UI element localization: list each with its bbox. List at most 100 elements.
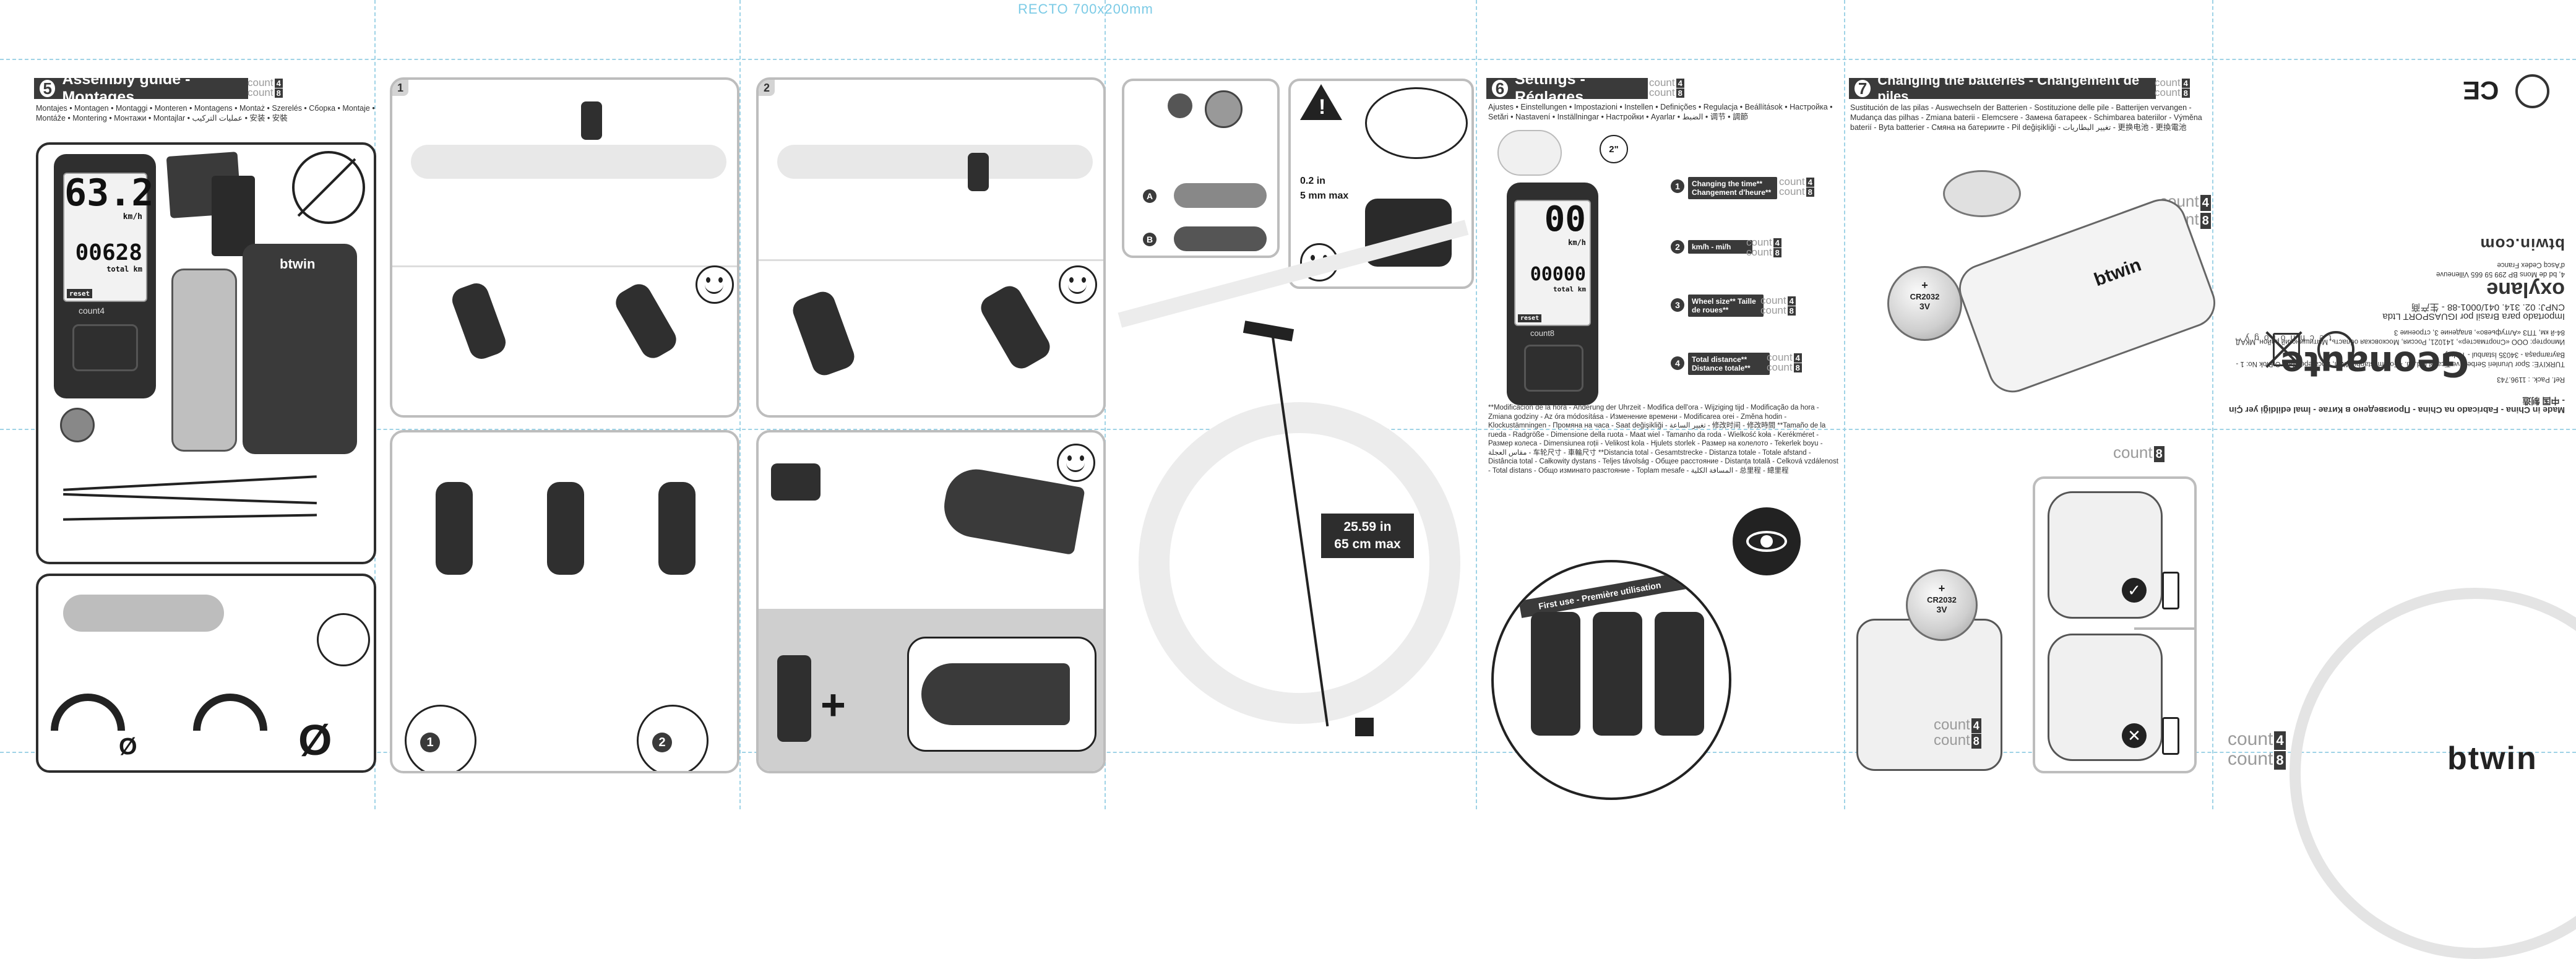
- guide-line: [2212, 0, 2213, 809]
- clamp-small: [51, 694, 125, 731]
- website: btwin.com: [2479, 235, 2565, 254]
- bracket-brand: btwin: [280, 256, 316, 272]
- sensor-part: [777, 655, 811, 742]
- speed-value: 63.2: [64, 171, 154, 215]
- guide-line: [1844, 0, 1845, 809]
- rotate-icon: [1205, 90, 1243, 128]
- weee-bin-icon: [2265, 328, 2302, 371]
- battery-full-icon: [2162, 572, 2179, 609]
- setting-step-label: km/h - mi/h: [1688, 240, 1752, 254]
- counter-on-bar: [1243, 320, 1294, 342]
- detail-circle-1: 1: [405, 705, 476, 771]
- oxylane-logo: oxylane: [2486, 278, 2565, 301]
- cross-icon: ✕: [2122, 723, 2147, 748]
- step2b-panel: +: [756, 430, 1106, 773]
- section5-header: 5 Assembly guide - Montages: [34, 71, 248, 106]
- divider: [2134, 627, 2194, 630]
- section7-header: 7 Changing the batteries - Changement de…: [1849, 72, 2156, 104]
- counter-slide: [436, 482, 473, 575]
- section5-number: 5: [38, 78, 58, 99]
- handlebar-mount: [171, 269, 237, 452]
- speed-unit: km/h: [1568, 238, 1586, 247]
- sensor-on-fork: [1355, 718, 1374, 736]
- setting-step-label: Total distance** Distance totale**: [1688, 353, 1770, 375]
- spoke-clip: [1174, 183, 1267, 208]
- sensor-part: [771, 463, 821, 501]
- diameter-panel: Ø Ø: [36, 574, 376, 773]
- counter-insert: [789, 288, 858, 379]
- section5-subtitle: Montajes • Montagen • Montaggi • Montere…: [36, 104, 375, 123]
- section6-subtitle: Ajustes • Einstellungen • Impostazioni •…: [1488, 103, 1833, 121]
- mounted-counter: [968, 153, 989, 191]
- step1b-panel: 1 2: [390, 430, 739, 773]
- diameter-symbol-large: Ø: [298, 716, 332, 764]
- first-use-label: First use - Première utilisation: [1518, 562, 1729, 618]
- handlebar-illustration: [777, 145, 1093, 179]
- counter-slide: [547, 482, 584, 575]
- step1-panel: 1: [390, 77, 739, 418]
- section7-subtitle: Sustitución de las pilas - Auswechseln d…: [1850, 103, 2202, 132]
- device-button: [72, 324, 138, 371]
- handlebar-illustration: [411, 145, 726, 179]
- section7-title: Changing the batteries - Changement de p…: [1877, 72, 2140, 104]
- setting-step-number: 1: [1671, 179, 1684, 193]
- step-badge: 2: [759, 80, 775, 96]
- sensor-magnet: [60, 408, 95, 442]
- section6-number: 6: [1490, 78, 1510, 99]
- speed-value: 00: [1544, 199, 1586, 239]
- section5-title: Assembly guide - Montages: [62, 71, 191, 106]
- counter-insert: [611, 280, 681, 363]
- guide-line: [0, 59, 2576, 60]
- detail-circle: [1365, 87, 1468, 159]
- btwin-logo: btwin: [2447, 741, 2538, 776]
- mount-bracket: btwin: [243, 244, 357, 454]
- detail-circle: [317, 613, 370, 666]
- check-icon: ✓: [2122, 578, 2147, 603]
- guide-line: [0, 752, 2576, 753]
- setting-step-label: Wheel size** Taille de roues**: [1688, 295, 1764, 317]
- speed-unit: km/h: [123, 212, 142, 221]
- setting-step-number: 3: [1671, 298, 1684, 312]
- battery-check-panel: ✓ ✕: [2033, 476, 2197, 773]
- reset-label: reset: [1518, 314, 1542, 322]
- mounted-counter: [581, 101, 602, 140]
- clamp-large: [193, 694, 267, 731]
- counter-screen: 63.2 km/h 00628 total km reset: [63, 171, 154, 302]
- cable-tie: [62, 514, 317, 521]
- smiley-icon: [696, 265, 734, 304]
- sensor-detail: [907, 637, 1096, 752]
- guide-line: [1476, 0, 1477, 809]
- option-a: A: [1143, 189, 1157, 203]
- device-model: count8: [1530, 329, 1555, 338]
- warning-icon: [1300, 84, 1342, 120]
- handlebar-mount-side: [63, 595, 224, 632]
- first-use-device: [1655, 612, 1704, 736]
- divider: [392, 265, 737, 267]
- device-model: count4: [79, 306, 105, 316]
- battery-cover: [1943, 170, 2021, 217]
- recycle-circle-icon: [2317, 331, 2354, 368]
- tie-gap-label: 0.2 in 5 mm max: [1300, 176, 1349, 201]
- eye-icon: [1733, 507, 1801, 575]
- diameter-symbol: Ø: [119, 734, 137, 760]
- detail-step-number: 2: [652, 733, 672, 752]
- settings-notes: **Modificación de la hora - Änderung der…: [1488, 404, 1838, 475]
- smiley-icon: [1057, 444, 1095, 482]
- reset-label: reset: [67, 289, 93, 298]
- setting-step-number: 4: [1671, 356, 1684, 370]
- sensor-bracket: [939, 464, 1085, 556]
- no-tool-icon: [292, 151, 365, 224]
- battery-coin: + CR2032 3V: [1887, 266, 1962, 341]
- total-unit: total km: [1553, 285, 1586, 293]
- cable-tie: [63, 475, 317, 491]
- spoke-clip: [1174, 226, 1267, 251]
- counter-device: 63.2 km/h 00628 total km reset count4: [54, 154, 156, 398]
- distance-label: 25.59 in 65 cm max: [1321, 514, 1414, 558]
- total-unit: total km: [106, 265, 142, 273]
